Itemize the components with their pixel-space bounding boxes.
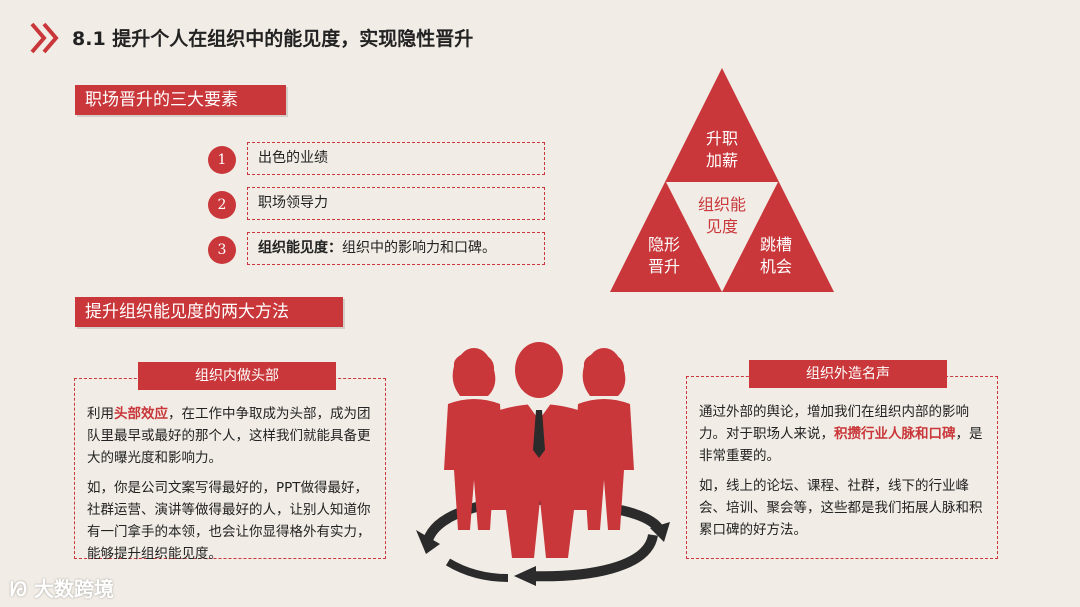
triangle-center-label: 组织能 见度 [682,194,762,238]
person-right [574,348,634,530]
method-outside-p2: 如，线上的论坛、课程、社群，线下的行业峰会、培训、聚会等，这些都是我们拓展人脉和… [699,478,983,538]
triangle-top-label: 升职 加薪 [692,128,752,172]
arrow-head [416,530,440,554]
section-tag-promotion-factors: 职场晋升的三大要素 [75,85,286,115]
outer-triangle [610,68,834,292]
factor-item-3: 组织能见度：组织中的影响力和口碑。 [247,232,545,265]
chevron-right-icon [30,22,59,54]
highlight-text: 头部效应 [114,406,168,422]
factor-item-1: 出色的业绩 [247,142,545,175]
highlight-text: 积攒行业人脉和口碑 [834,426,956,442]
triangle-center-line1: 组织能 [697,195,746,214]
text-span: 通过外部的舆论，增加我们在组织内部的影响力。对于职场人来说， [699,404,969,442]
section-tag-methods: 提升组织能见度的两大方法 [75,297,343,327]
text-span: ，是非常重要的。 [699,426,983,464]
triangle-top-line1: 升职 [705,129,738,148]
watermark-icon: ᘗ [10,577,28,601]
method-box-inside: 利用头部效应，在工作中争取成为头部，成为团队里最早或最好的那个人，这样我们就能具… [74,378,386,562]
text-span: 利用 [87,406,114,422]
factor-text: 职场领导力 [258,195,328,211]
page-title: 8.1 提升个人在组织中的能见度，实现隐性晋升 [72,28,474,50]
triangle-top-line2: 加薪 [705,151,738,170]
circle-arrow-path [527,533,658,582]
factor-item-2: 职场领导力 [247,187,545,220]
inner-triangle [666,182,778,292]
business-people-icon [416,342,670,586]
triangle-diagram [610,68,834,292]
arrow-head [514,566,536,586]
arrow-head [650,522,670,542]
factor-text: 出色的业绩 [258,150,328,166]
item-number-3: 3 [208,236,236,264]
method-outside-heading: 组织外造名声 [749,360,947,388]
watermark-logo: ᘗ 大数跨境 [10,573,114,602]
triangle-left-line2: 晋升 [647,257,680,276]
triangle-right-line2: 机会 [759,257,792,276]
watermark-text: 大数跨境 [34,577,114,601]
triangle-left-line1: 隐形 [647,235,680,254]
circle-arrow-path [445,558,509,582]
triangle-left-label: 隐形 晋升 [634,234,694,278]
triangle-center-line2: 见度 [705,217,738,236]
text-span: ，在工作中争取成为头部，成为团队里最早或最好的那个人，这样我们就能具备更大的曝光… [87,406,371,466]
triangle-right-line1: 跳槽 [759,235,792,254]
item-number-2: 2 [208,191,236,219]
method-inside-p1: 利用头部效应，在工作中争取成为头部，成为团队里最早或最好的那个人，这样我们就能具… [87,403,373,469]
person-center [488,342,592,558]
method-inside-p2: 如，你是公司文案写得最好的，PPT做得最好，社群运营、演讲等做得最好的人，让别人… [87,480,371,562]
tie [533,410,545,458]
item-number-1: 1 [208,146,236,174]
factor-text: 组织中的影响力和口碑。 [342,240,496,256]
triangle-right-label: 跳槽 机会 [746,234,806,278]
method-inside-heading: 组织内做头部 [138,362,336,390]
method-box-outside: 通过外部的舆论，增加我们在组织内部的影响力。对于职场人来说，积攒行业人脉和口碑，… [686,376,998,559]
method-outside-p1: 通过外部的舆论，增加我们在组织内部的影响力。对于职场人来说，积攒行业人脉和口碑，… [699,401,985,467]
factor-bold: 组织能见度： [258,240,342,256]
